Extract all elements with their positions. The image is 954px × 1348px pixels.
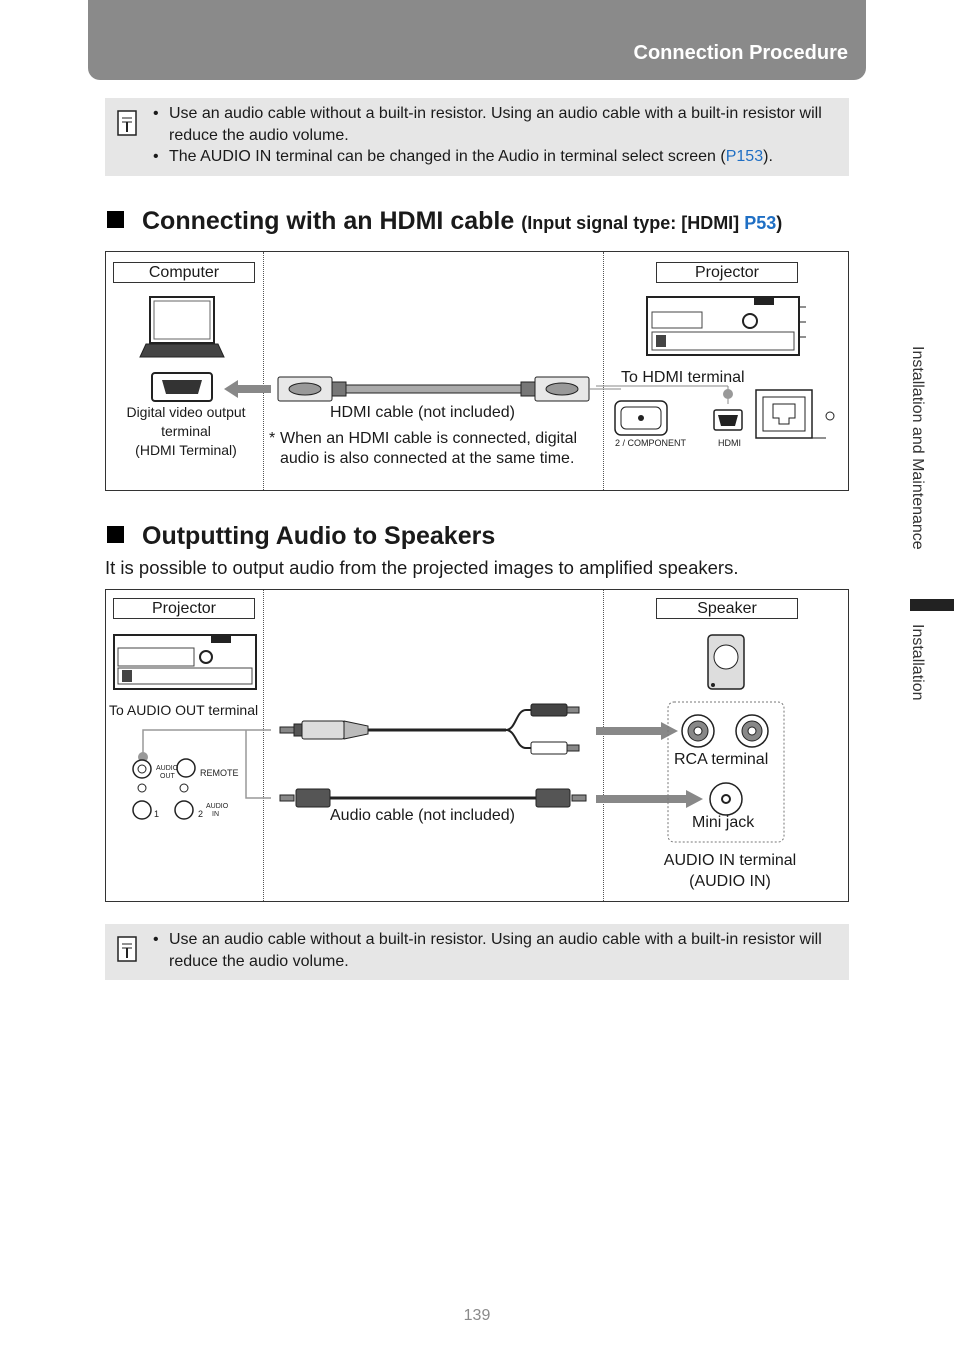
section-title-hdmi: Connecting with an HDMI cable (Input sig… [107,207,782,236]
component-port-icon [614,400,668,436]
sidebar-section-label[interactable]: Installation and Maintenance [909,346,926,550]
audio-in-2-jack-icon [174,800,194,820]
remote-jack-icon [176,758,196,778]
projector-label: Projector [656,262,798,283]
hdmi-cable-icon [277,376,621,402]
sidebar-tab-marker [910,599,954,611]
mini-to-rca-cable-icon [279,703,580,755]
chapter-header: Connection Procedure [88,0,866,80]
projector-rear-icon [646,296,806,356]
note-bullet: Use an audio cable without a built-in re… [153,929,843,972]
port-2-label: 2 [198,809,203,819]
callout-dot [723,389,733,399]
audio-cable-label: Audio cable (not included) [330,807,516,824]
mini-plug-cable-icon [279,788,587,808]
arrow-left-icon [224,380,271,398]
output-terminal-label: Digital video output [126,404,246,420]
sidebar-subsection-label[interactable]: Installation [909,624,926,701]
to-audio-out-label: To AUDIO OUT terminal [109,702,259,718]
rca-jack-icon [735,714,769,748]
note-bullet: Use an audio cable without a built-in re… [153,103,843,146]
callout-line [142,729,271,757]
remote-port-label: REMOTE [200,768,239,778]
hdmi-port-icon [151,372,213,402]
divider [603,252,604,490]
page-link-p53[interactable]: P53 [744,213,777,233]
screw-icon [137,783,147,793]
callout-line [245,730,271,799]
hdmi-terminal-icon [713,409,743,431]
audio-in-terminal-label: (AUDIO IN) [689,873,771,890]
laptop-icon [139,296,225,358]
projector-rear-icon [113,634,257,690]
audio-intro: It is possible to output audio from the … [105,557,739,578]
port-label-component: 2 / COMPONENT [615,438,687,448]
note-bullet: The AUDIO IN terminal can be changed in … [153,146,843,168]
to-hdmi-terminal-label: To HDMI terminal [621,369,745,386]
divider [263,252,264,490]
mini-jack-icon [709,782,743,816]
screw-icon [179,783,189,793]
computer-label: Computer [113,262,255,283]
audio-connection-diagram: Projector Speaker AUDIO OUT REMOTE 1 2 A… [105,589,849,902]
chapter-title: Connection Procedure [633,42,848,64]
memo-icon [117,936,137,962]
mini-jack-label: Mini jack [692,814,755,831]
rca-terminal-label: RCA terminal [674,751,769,768]
page-link-p153[interactable]: P153 [725,148,764,165]
memo-icon [117,110,137,136]
audio-out-port-label: AUDIO [156,765,179,772]
audio-in-port-label: AUDIO [206,803,229,810]
arrow-right-icon [596,722,678,740]
page-number: 139 [463,1307,491,1324]
arrow-right-icon [596,790,703,808]
square-bullet-icon [107,211,124,228]
note-box: Use an audio cable without a built-in re… [105,924,849,980]
speaker-label: Speaker [656,598,798,619]
divider [603,590,604,901]
divider [263,590,264,901]
rca-jack-icon [681,714,715,748]
jack-group-frame [667,701,785,843]
audio-in-1-jack-icon [132,800,152,820]
audio-in-terminal-label: AUDIO IN terminal [663,852,797,869]
hdmi-connection-diagram: Computer Projector [105,251,849,491]
output-terminal-label: (HDMI Terminal) [135,442,237,458]
security-slot-icon [825,411,835,421]
hdmi-note: When an HDMI cable is connected, digital… [280,430,578,467]
note-asterisk: * [269,430,276,447]
note-box: Use an audio cable without a built-in re… [105,98,849,176]
square-bullet-icon [107,526,124,543]
audio-illustration: AUDIO OUT REMOTE 1 2 AUDIO IN [113,634,785,843]
hdmi-cable-label: HDMI cable (not included) [330,404,515,421]
projector-label: Projector [113,598,255,619]
port-label-hdmi: HDMI [718,438,741,448]
speaker-icon [707,634,745,690]
hdmi-illustration: 2 / COMPONENT HDMI [139,296,835,448]
output-terminal-label: terminal [161,423,211,439]
audio-in-port-label: IN [212,811,219,818]
lan-port-icon [755,389,826,439]
section-title-audio: Outputting Audio to Speakers [107,522,495,551]
audio-out-port-label: OUT [160,773,176,780]
port-1-label: 1 [154,809,159,819]
